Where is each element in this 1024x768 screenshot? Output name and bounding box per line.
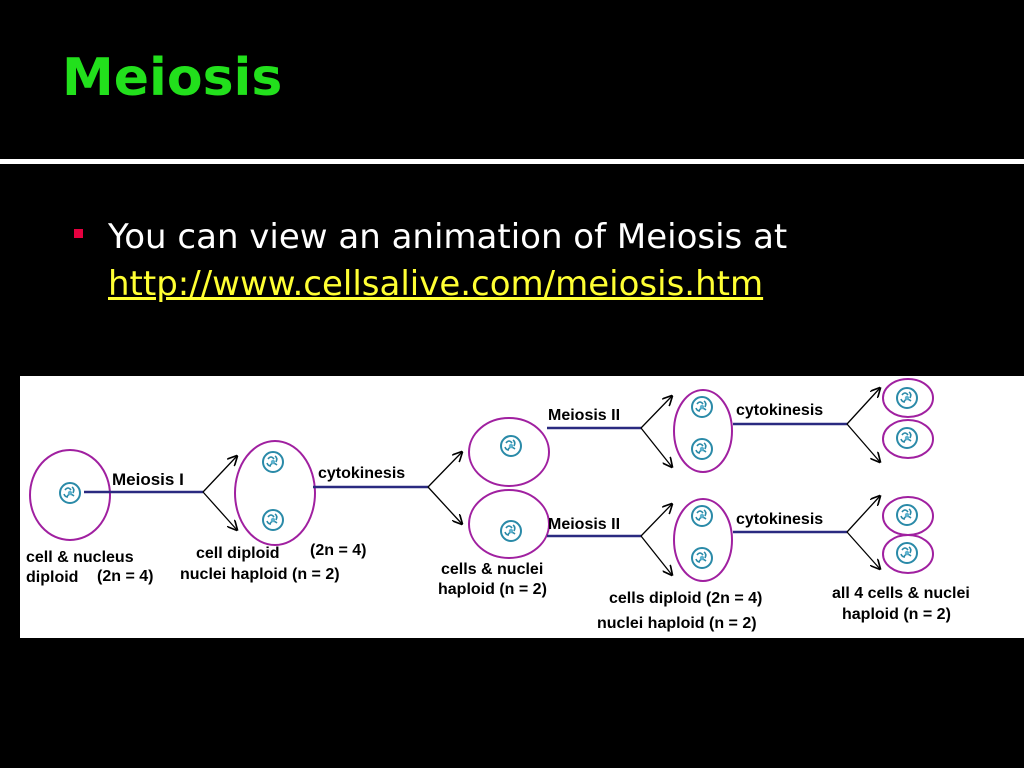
- nucleus: [691, 396, 713, 418]
- final-cell: [882, 419, 934, 459]
- daughter-cell-top: [468, 417, 550, 487]
- nucleus: [500, 520, 522, 542]
- parent-nucleus: [59, 482, 81, 504]
- label-cytokinesis-1: cytokinesis: [318, 465, 405, 482]
- caption-stage-4-line-1: cells diploid (2n = 4): [609, 590, 762, 607]
- bullet-square-icon: [74, 229, 83, 238]
- final-cell: [882, 534, 934, 574]
- nucleus: [896, 427, 918, 449]
- nucleus: [896, 504, 918, 526]
- caption-stage-1-line-2b: (2n = 4): [97, 568, 153, 585]
- label-cytokinesis-bottom: cytokinesis: [736, 511, 823, 528]
- label-meiosis-2-top: Meiosis II: [548, 407, 620, 424]
- caption-stage-2-line-1a: cell diploid: [196, 545, 280, 562]
- caption-stage-2-line-2: nuclei haploid (n = 2): [180, 566, 340, 583]
- meiosis-1-cell: [234, 440, 316, 546]
- caption-stage-3-line-1: cells & nuclei: [441, 561, 543, 578]
- slide-title: Meiosis: [62, 48, 283, 108]
- caption-stage-2-line-1b: (2n = 4): [310, 542, 366, 559]
- nucleus: [896, 542, 918, 564]
- label-cytokinesis-top: cytokinesis: [736, 402, 823, 419]
- bullet-item: You can view an animation of Meiosis at …: [108, 214, 988, 308]
- nucleus: [691, 505, 713, 527]
- bullet-text: You can view an animation of Meiosis at: [108, 217, 788, 257]
- nucleus: [262, 509, 284, 531]
- caption-stage-1-line-2a: diploid: [26, 569, 78, 586]
- title-divider: [0, 159, 1024, 164]
- nucleus: [262, 451, 284, 473]
- label-meiosis-2-bottom: Meiosis II: [548, 516, 620, 533]
- final-cell: [882, 378, 934, 418]
- caption-stage-3-line-2: haploid (n = 2): [438, 581, 547, 598]
- nucleus: [896, 387, 918, 409]
- nucleus: [691, 438, 713, 460]
- caption-stage-5-line-2: haploid (n = 2): [842, 606, 951, 623]
- meiosis-animation-link[interactable]: http://www.cellsalive.com/meiosis.htm: [108, 264, 764, 304]
- caption-stage-4-line-2: nuclei haploid (n = 2): [597, 615, 757, 632]
- meiosis-2-cell-top: [673, 389, 733, 473]
- nucleus: [500, 435, 522, 457]
- meiosis-2-cell-bottom: [673, 498, 733, 582]
- daughter-cell-bottom: [468, 489, 550, 559]
- meiosis-diagram: Meiosis I cytokinesis Meiosis II cytokin…: [20, 376, 1024, 638]
- label-meiosis-1: Meiosis I: [112, 470, 184, 489]
- parent-cell: [29, 449, 111, 541]
- caption-stage-5-line-1: all 4 cells & nuclei: [832, 585, 970, 602]
- nucleus: [691, 547, 713, 569]
- caption-stage-1-line-1: cell & nucleus: [26, 549, 134, 566]
